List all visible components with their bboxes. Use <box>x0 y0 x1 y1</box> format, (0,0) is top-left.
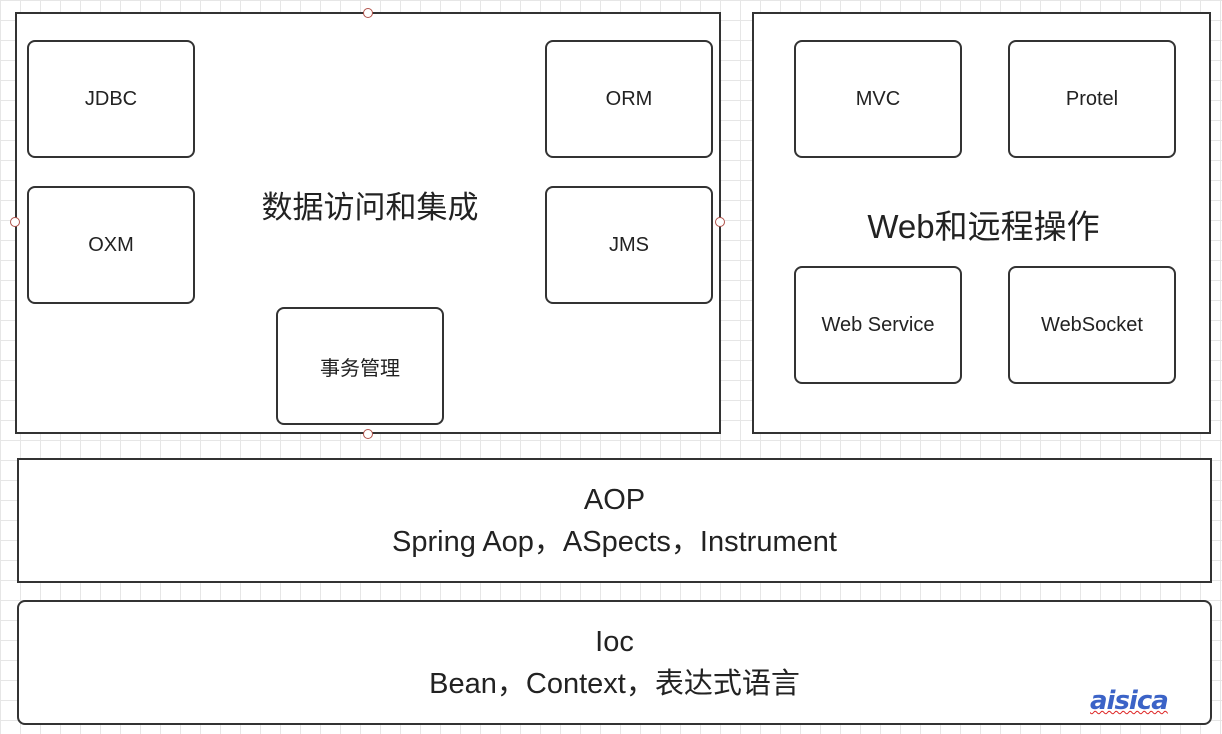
selection-handle-left[interactable] <box>10 217 20 227</box>
protel-label: Protel <box>1065 87 1119 110</box>
web-remote-container[interactable]: MVC Protel Web Service WebSocket Web和远程操… <box>752 12 1211 434</box>
protel-module[interactable]: Protel <box>1008 40 1176 158</box>
orm-label: ORM <box>605 87 653 110</box>
aisica-watermark: aisica <box>1090 686 1169 716</box>
websocket-label: WebSocket <box>1041 313 1143 336</box>
jms-module[interactable]: JMS <box>545 186 713 304</box>
selection-handle-right[interactable] <box>715 217 725 227</box>
web-service-label: Web Service <box>821 313 935 336</box>
mvc-module[interactable]: MVC <box>794 40 962 158</box>
data-access-container[interactable]: JDBC ORM OXM JMS 事务管理 数据访问和集成 <box>15 12 721 434</box>
oxm-module[interactable]: OXM <box>27 186 195 304</box>
jdbc-label: JDBC <box>84 87 138 110</box>
web-remote-title: Web和远程操作 <box>867 208 1100 245</box>
orm-module[interactable]: ORM <box>545 40 713 158</box>
aop-title: AOP <box>583 483 646 516</box>
aop-layer[interactable]: AOP Spring Aop，ASpects，Instrument <box>17 458 1212 583</box>
ioc-title: Ioc <box>595 625 634 658</box>
data-access-title: 数据访问和集成 <box>261 190 479 225</box>
ioc-layer[interactable]: Ioc Bean，Context，表达式语言 <box>17 600 1212 725</box>
selection-handle-top[interactable] <box>363 8 373 18</box>
mvc-label: MVC <box>855 87 901 110</box>
web-service-module[interactable]: Web Service <box>794 266 962 384</box>
aop-detail: Spring Aop，ASpects，Instrument <box>392 525 837 558</box>
jdbc-module[interactable]: JDBC <box>27 40 195 158</box>
transaction-label: 事务管理 <box>320 357 400 380</box>
selection-handle-bottom[interactable] <box>363 429 373 439</box>
transaction-module[interactable]: 事务管理 <box>276 307 444 425</box>
ioc-detail: Bean，Context，表达式语言 <box>429 667 800 700</box>
jms-label: JMS <box>609 233 649 256</box>
oxm-label: OXM <box>88 233 134 256</box>
websocket-module[interactable]: WebSocket <box>1008 266 1176 384</box>
